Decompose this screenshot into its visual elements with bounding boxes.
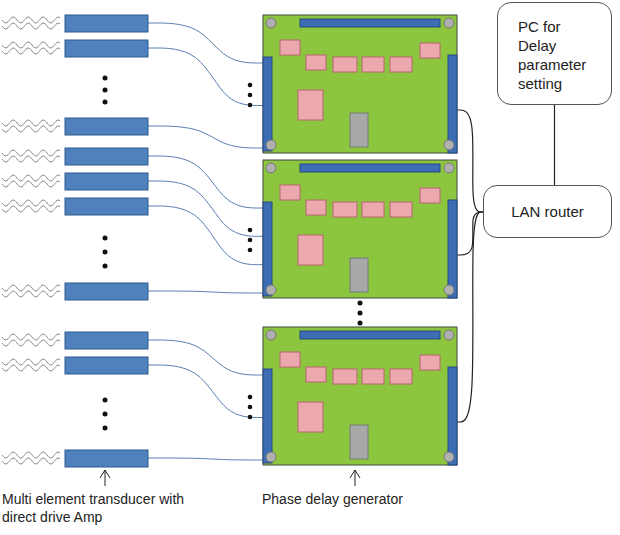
transducer-element [65, 40, 148, 57]
transducer-element [65, 283, 148, 300]
pointer-arrow [100, 470, 110, 486]
ellipsis-dot [248, 103, 253, 108]
computer-box: PC for Delay parameter setting [497, 2, 612, 105]
ellipsis-dot [248, 415, 253, 420]
signal-wire [148, 48, 264, 106]
ultrasound-wave [2, 291, 60, 297]
circuit-board [263, 327, 457, 465]
transducer-element [65, 450, 148, 467]
signal-wire [148, 206, 264, 265]
ellipsis-dot [103, 88, 108, 93]
ultrasound-wave [2, 452, 60, 458]
ellipsis-dot [248, 83, 253, 88]
ellipsis-dot [248, 93, 253, 98]
ellipsis-dot [103, 236, 108, 241]
lan-cable [457, 212, 483, 255]
ultrasound-wave [2, 181, 60, 187]
ellipsis-dot [248, 248, 253, 253]
ultrasound-wave [2, 156, 60, 162]
ultrasound-wave [2, 365, 60, 371]
ultrasound-wave [2, 42, 60, 48]
transducer-element [65, 15, 148, 32]
ultrasound-wave [2, 23, 60, 29]
network-link [554, 105, 555, 185]
signal-wire [148, 340, 264, 375]
signal-wire [148, 181, 264, 236]
transducer-element [65, 357, 148, 374]
ultrasound-wave [2, 150, 60, 156]
circuit-board [263, 160, 457, 298]
ultrasound-wave [2, 334, 60, 340]
signal-wire [148, 365, 264, 418]
ellipsis-dot [248, 228, 253, 233]
transducer-element [65, 332, 148, 349]
ultrasound-wave [2, 285, 60, 291]
ultrasound-wave [2, 175, 60, 181]
ellipsis-dot [103, 398, 108, 403]
caption-label: Phase delay generator [262, 490, 462, 508]
ellipsis-dot [358, 311, 363, 316]
ultrasound-wave [2, 340, 60, 346]
ellipsis-dot [103, 264, 108, 269]
router-box: LAN router [483, 185, 612, 238]
ellipsis-dot [103, 250, 108, 255]
ultrasound-wave [2, 48, 60, 54]
transducer-element [65, 173, 148, 190]
pointer-arrow [350, 470, 360, 486]
ellipsis-dot [103, 76, 108, 81]
transducer-element [65, 148, 148, 165]
ultrasound-wave [2, 126, 60, 132]
ellipsis-dot [248, 238, 253, 243]
signal-wire [148, 126, 264, 148]
circuit-board [263, 15, 457, 153]
signal-wire [148, 458, 264, 460]
ultrasound-wave [2, 17, 60, 23]
caption-label: Multi element transducer with direct dri… [2, 490, 187, 526]
lan-cable [457, 212, 483, 422]
transducer-element [65, 198, 148, 215]
ultrasound-wave [2, 359, 60, 365]
transducer-element [65, 118, 148, 135]
ultrasound-wave [2, 458, 60, 464]
ultrasound-wave [2, 206, 60, 212]
ellipsis-dot [248, 395, 253, 400]
ellipsis-dot [248, 405, 253, 410]
lan-cable [457, 110, 483, 212]
node-text: PC for Delay parameter setting [518, 17, 597, 93]
ultrasound-wave [2, 200, 60, 206]
ellipsis-dot [103, 426, 108, 431]
ellipsis-dot [358, 321, 363, 326]
signal-wire [148, 23, 264, 63]
node-text: LAN router [492, 202, 603, 221]
ellipsis-dot [358, 301, 363, 306]
signal-wire [148, 291, 264, 293]
ellipsis-dot [103, 100, 108, 105]
ultrasound-wave [2, 120, 60, 126]
ellipsis-dot [103, 412, 108, 417]
